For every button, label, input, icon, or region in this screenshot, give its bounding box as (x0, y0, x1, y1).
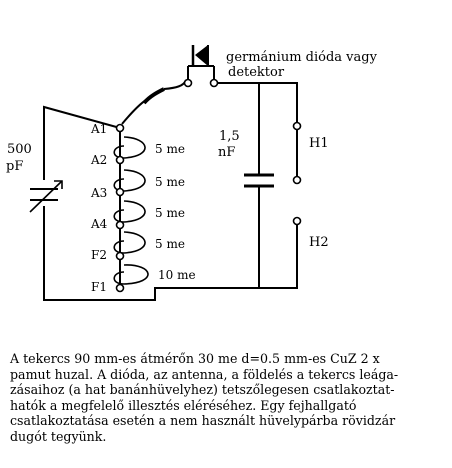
description-text: A tekercs 90 mm-es átmérőn 30 me d=0.5 m… (10, 351, 442, 444)
tap-terminal-a3 (115, 187, 125, 197)
headphone-terminals (292, 121, 302, 243)
diode-label-line1: germánium dióda vagy (226, 50, 378, 65)
coil-section-label-5: 10 me (158, 268, 196, 282)
tap-terminal-f1 (115, 283, 125, 293)
germanium-diode-symbol (183, 45, 219, 88)
description-line: A tekercs 90 mm-es átmérőn 30 me d=0.5 m… (10, 351, 380, 366)
tap-label-a4: A4 (90, 217, 108, 231)
radio-schematic: 500 pF A1 A2 A3 A4 F2 F1 5 me 5 me 5 me … (6, 45, 378, 301)
coil-section-label-3: 5 me (155, 206, 185, 220)
tap-terminal-a2 (115, 155, 125, 165)
coil-section-label-2: 5 me (155, 175, 185, 189)
diode-terminal-right (209, 78, 219, 88)
tap-terminal-f2 (115, 251, 125, 261)
flexible-lead-wire (121, 79, 187, 125)
headphone-terminal-h1-top (292, 121, 302, 131)
variable-capacitor-symbol (29, 180, 63, 213)
tap-label-a1: A1 (90, 122, 107, 136)
headphone-terminal-h1-bottom (292, 175, 302, 185)
detector-output-wire (218, 82, 298, 175)
coil-section-label-4: 5 me (155, 237, 185, 251)
tapped-coil (113, 128, 149, 292)
tap-terminal-a4 (115, 220, 125, 230)
description-line: dugót tegyünk. (10, 428, 107, 444)
tap-label-f1: F1 (91, 280, 107, 294)
description-line: csatlakoztatása esetén a nem használt hü… (10, 413, 396, 428)
variable-capacitor-unit: pF (6, 159, 23, 174)
diode-label-line2: detektor (228, 65, 285, 80)
headphone-label-h1: H1 (309, 136, 329, 151)
fixed-capacitor-symbol (244, 173, 274, 188)
tap-terminal-a1 (115, 123, 125, 133)
coil-section-label-1: 5 me (155, 142, 185, 156)
diode-terminal-left (183, 78, 193, 88)
description-line: hatók a megfelelő illesztés eléréséhez. … (10, 397, 357, 413)
variable-capacitor-value: 500 (7, 142, 32, 157)
headphone-terminal-h2-top (292, 216, 302, 226)
tap-label-a3: A3 (90, 186, 107, 200)
description-line: pamut huzal. A dióda, az antenna, a föld… (10, 366, 399, 382)
coil-tap-terminals (115, 123, 125, 293)
fixed-capacitor-value: 1,5 (219, 129, 240, 144)
description-line: zásaihoz (a hat banánhüvelyhez) tetszőle… (10, 382, 395, 397)
ground-return-wire (120, 186, 298, 301)
headphone-label-h2: H2 (309, 235, 329, 250)
tap-label-a2: A2 (90, 153, 107, 167)
fixed-capacitor-unit: nF (218, 145, 235, 160)
tap-label-f2: F2 (91, 248, 107, 262)
